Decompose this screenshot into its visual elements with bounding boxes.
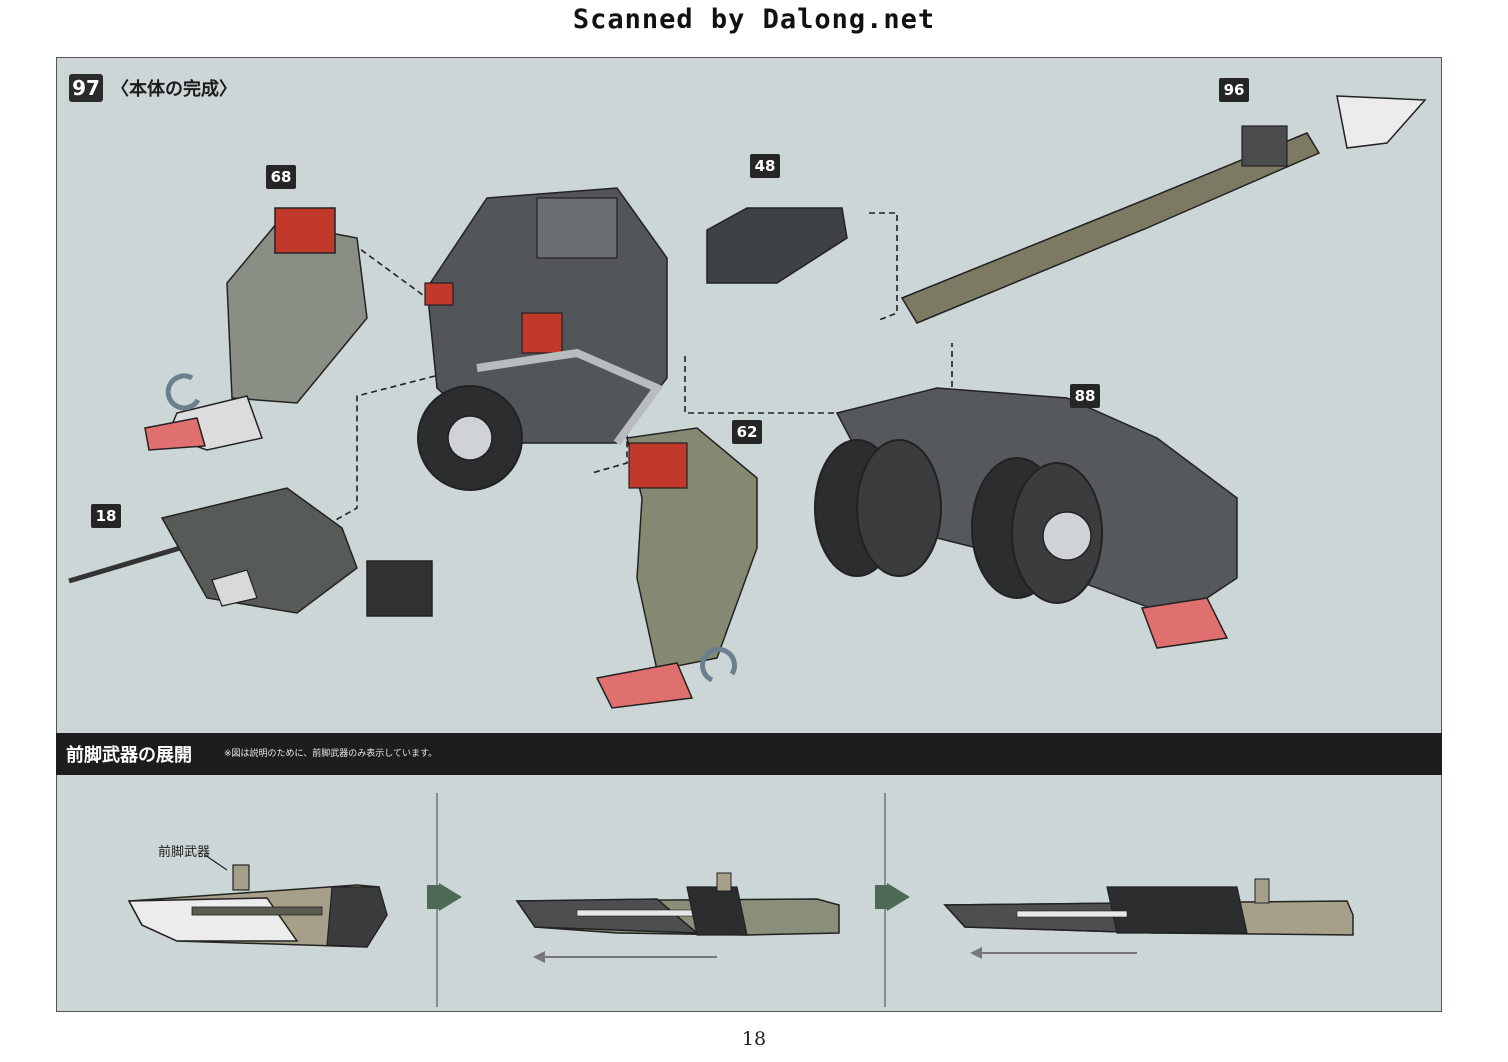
part-tag-68: 68 [266, 165, 296, 189]
part-68-illustration [144, 207, 368, 451]
weapon-stage-3 [943, 878, 1354, 959]
scan-watermark: Scanned by Dalong.net [572, 4, 936, 35]
section-note: ※図は説明のために、前脚武器のみ表示しています。 [224, 749, 438, 759]
section-header: 前脚武器の展開 ※図は説明のために、前脚武器のみ表示しています。 [56, 733, 1442, 775]
part-tag-18: 18 [91, 504, 121, 528]
part-tag-88: 88 [1070, 384, 1100, 408]
weapon-label-leader [204, 854, 228, 871]
page-number: 18 [741, 1028, 767, 1050]
part-tag-62: 62 [732, 420, 762, 444]
step-number-badge: 97 [69, 74, 103, 102]
part-88-illustration [814, 387, 1238, 649]
step-arrow-2 [875, 883, 910, 911]
weapon-deploy-panel: 前脚武器 [56, 775, 1442, 1012]
part-62-illustration [595, 427, 758, 709]
step-arrow-1 [427, 883, 462, 911]
weapon-label: 前脚武器 [158, 845, 211, 860]
assembly-illustration [68, 95, 1427, 709]
section-title: 前脚武器の展開 [66, 745, 192, 766]
assembly-panel: 97 〈本体の完成〉 [56, 57, 1442, 735]
main-body-illustration [417, 187, 848, 491]
weapon-stage-1 [127, 864, 388, 948]
part-96-illustration [900, 95, 1427, 324]
part-tag-48: 48 [750, 154, 780, 178]
part-18-illustration [68, 487, 433, 617]
part-tag-96: 96 [1219, 78, 1249, 102]
step-title: 〈本体の完成〉 [111, 79, 237, 100]
weapon-stage-2 [515, 872, 840, 963]
weapon-deploy-illustration [127, 793, 1354, 1007]
